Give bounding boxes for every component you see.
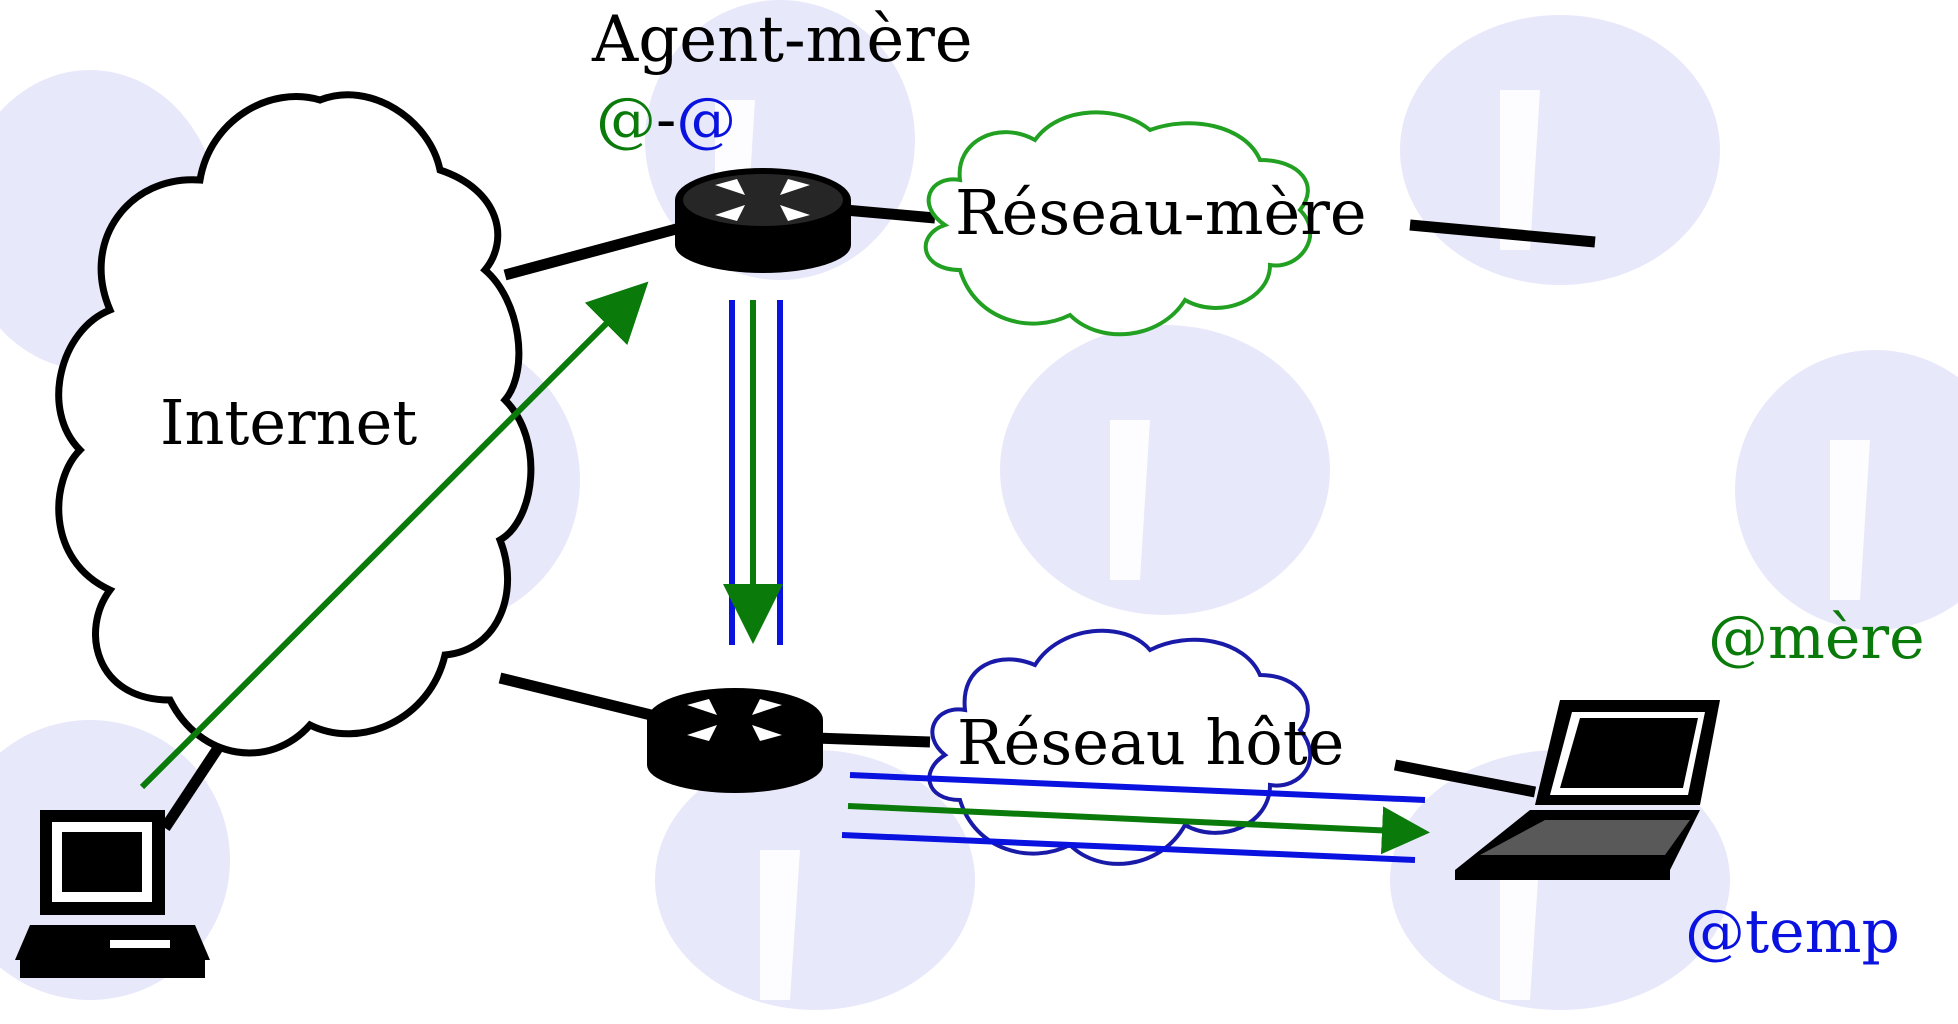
link-internet-router — [498, 672, 657, 722]
agent-title: Agent-mère — [592, 3, 973, 77]
agent-address-temp: @ — [676, 85, 737, 155]
mobile-laptop-icon — [1455, 700, 1720, 880]
watermark-logo — [1400, 15, 1720, 285]
link-agent-home — [844, 204, 936, 224]
internet-cloud — [55, 91, 535, 757]
forward-arrow-horizontal — [847, 803, 1430, 855]
home-address-label: @mère — [1708, 603, 1925, 673]
link-internet-agent — [503, 222, 682, 281]
packet-arrow-to-agent — [139, 281, 649, 790]
internet-label: Internet — [160, 386, 418, 459]
watermark-logo — [655, 750, 975, 1010]
agent-address-separator: - — [656, 85, 677, 155]
correspondent-computer-icon — [15, 810, 210, 978]
link-home-end — [1409, 219, 1596, 248]
link-host-laptop — [1393, 759, 1537, 798]
home-network-label: Réseau-mère — [955, 176, 1367, 249]
network-links — [160, 204, 1596, 832]
host-router-icon — [647, 688, 823, 793]
watermark-logo — [1000, 325, 1330, 615]
link-router-host — [814, 732, 931, 748]
host-network-label: Réseau hôte — [957, 706, 1345, 779]
home-network-cloud — [923, 110, 1313, 337]
home-agent-router-icon — [675, 168, 851, 273]
agent-address-home: @ — [596, 85, 656, 155]
agent-address: @-@ — [596, 90, 736, 150]
temp-address-label: @temp — [1685, 897, 1900, 967]
host-network-cloud — [927, 628, 1313, 866]
tunnel-horizontal — [841, 772, 1426, 863]
